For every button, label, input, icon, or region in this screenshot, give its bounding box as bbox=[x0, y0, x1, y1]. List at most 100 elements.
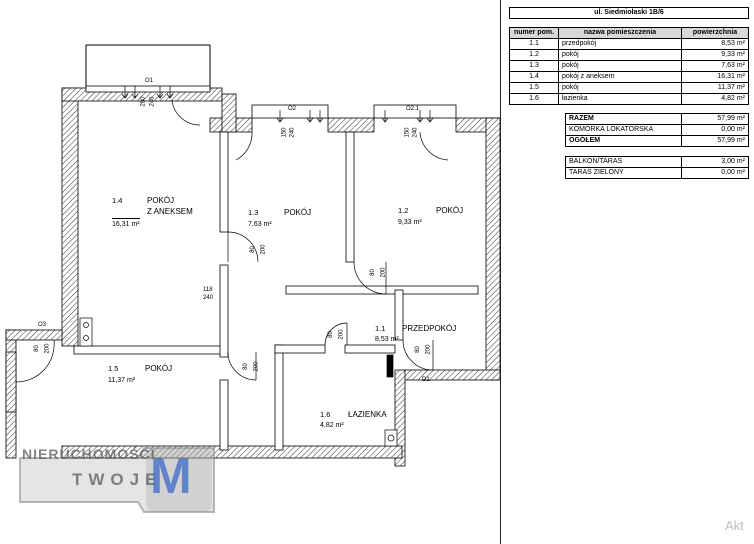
cell-num: 1.2 bbox=[509, 49, 559, 61]
dim-200-a: 200 bbox=[260, 244, 267, 255]
dim-80-f: 80 bbox=[33, 345, 40, 352]
dim-200-e: 200 bbox=[425, 344, 432, 355]
dim-280-o1: 280 bbox=[140, 96, 147, 107]
dim-118: 118 bbox=[203, 287, 213, 293]
room-name2-1-4: Z ANEKSEM bbox=[147, 207, 193, 216]
table-row: RAZEM 57,99 m² bbox=[565, 113, 749, 125]
dim-200-c: 200 bbox=[253, 361, 260, 372]
watermark-logo: NIERUCHOMOŚCI TWOJE M bbox=[10, 440, 220, 518]
totals-label: RAZEM bbox=[565, 113, 682, 125]
room-name-1-6: ŁAZIENKA bbox=[348, 410, 387, 419]
table-row: OGÓŁEM 57,99 m² bbox=[565, 135, 749, 147]
windows bbox=[5, 85, 457, 413]
table-row: 1.1 przedpokój 8,53 m² bbox=[509, 38, 749, 50]
room-name-1-2: POKÓJ bbox=[436, 206, 464, 215]
balcony-value: 0,00 m² bbox=[681, 167, 749, 179]
room-id-1-6: 1.6 bbox=[320, 410, 331, 419]
table-row: 1.4 pokój z aneksem 16,31 m² bbox=[509, 71, 749, 83]
room-area-1-5: 11,37 m² bbox=[108, 377, 136, 384]
totals-value: 0,00 m² bbox=[681, 124, 749, 136]
dim-80-c: 80 bbox=[242, 363, 249, 370]
col-header-num: numer pom. bbox=[509, 27, 559, 39]
room-name-1-1: PRZEDPOKÓJ bbox=[402, 324, 457, 333]
room-id-1-1: 1.1 bbox=[375, 324, 386, 333]
door-swings bbox=[15, 99, 449, 383]
window-arrows bbox=[121, 86, 434, 123]
room-id-1-5: 1.5 bbox=[108, 364, 119, 373]
dim-80-d: 80 bbox=[327, 331, 334, 338]
table-row: KOMÓRKA LOKATORSKA 0,00 m² bbox=[565, 124, 749, 136]
balcony-table: BALKON/TARAS 3,00 m² TARAS ZIELONY 0,00 … bbox=[565, 156, 749, 179]
area-table: numer pom. nazwa pomieszczenia powierzch… bbox=[509, 27, 749, 105]
dim-240-o2-1: 240 bbox=[412, 127, 419, 138]
table-row: 1.5 pokój 11,37 m² bbox=[509, 82, 749, 94]
dim-240: 240 bbox=[203, 295, 214, 301]
dim-200-d: 200 bbox=[338, 329, 345, 340]
totals-label: OGÓŁEM bbox=[565, 135, 682, 147]
room-id-1-2: 1.2 bbox=[398, 206, 409, 215]
cell-area: 11,37 m² bbox=[681, 82, 749, 94]
room-area-1-1: 8,53 m² bbox=[375, 336, 399, 343]
dim-80-a: 80 bbox=[249, 246, 256, 253]
totals-label: KOMÓRKA LOKATORSKA bbox=[565, 124, 682, 136]
cell-num: 1.6 bbox=[509, 93, 559, 105]
key-shape-icon bbox=[19, 447, 215, 513]
table-row: 1.6 łazienka 4,82 m² bbox=[509, 93, 749, 105]
totals-value: 57,99 m² bbox=[681, 135, 749, 147]
window-label-o2: O2 bbox=[288, 106, 297, 112]
dim-240-o1: 240 bbox=[149, 96, 156, 107]
outer-walls bbox=[5, 87, 500, 467]
cell-name: łazienka bbox=[558, 93, 682, 105]
room-name-1-4: POKÓJ bbox=[147, 196, 175, 205]
cell-name: pokój bbox=[558, 82, 682, 94]
room-id-1-3: 1.3 bbox=[248, 208, 259, 217]
watermark-letter: M bbox=[150, 448, 192, 504]
window-label-o3: O3 bbox=[38, 322, 47, 328]
cell-name: pokój bbox=[558, 60, 682, 72]
dim-240-o2: 240 bbox=[289, 127, 296, 138]
room-name-1-3: POKÓJ bbox=[284, 208, 312, 217]
room-area-1-4: 16,31 m² bbox=[112, 218, 140, 229]
floor-plan bbox=[5, 44, 500, 467]
col-header-name: nazwa pomieszczenia bbox=[558, 27, 682, 39]
panel-separator bbox=[500, 0, 501, 544]
cell-num: 1.1 bbox=[509, 38, 559, 50]
cell-area: 16,31 m² bbox=[681, 71, 749, 83]
dim-200-f: 200 bbox=[44, 343, 51, 354]
table-row: 1.3 pokój 7,63 m² bbox=[509, 60, 749, 72]
door-label-d1: D1 bbox=[422, 377, 430, 383]
inner-walls bbox=[73, 131, 479, 451]
dim-200-b: 200 bbox=[380, 267, 387, 278]
cell-num: 1.5 bbox=[509, 82, 559, 94]
watermark-line2: TWOJE bbox=[72, 470, 163, 489]
balcony-label: TARAS ZIELONY bbox=[565, 167, 682, 179]
table-row: 1.2 pokój 9,33 m² bbox=[509, 49, 749, 61]
dim-90-e: 80 bbox=[414, 346, 421, 353]
totals-value: 57,99 m² bbox=[681, 113, 749, 125]
dim-80-b: 80 bbox=[369, 269, 376, 276]
cell-name: przedpokój bbox=[558, 38, 682, 50]
cell-num: 1.4 bbox=[509, 71, 559, 83]
window-label-o2-1: O2.1 bbox=[406, 106, 420, 112]
title-box: ul. Siedmiołaski 1B/6 bbox=[509, 7, 749, 19]
cell-num: 1.3 bbox=[509, 60, 559, 72]
cell-area: 9,33 m² bbox=[681, 49, 749, 61]
table-row: TARAS ZIELONY 0,00 m² bbox=[565, 167, 749, 179]
balcony-value: 3,00 m² bbox=[681, 156, 749, 168]
window-label-o1: O1 bbox=[145, 78, 154, 84]
table-title: ul. Siedmiołaski 1B/6 bbox=[509, 7, 749, 19]
fixtures bbox=[79, 317, 398, 447]
activation-notice: Akt bbox=[725, 518, 744, 533]
cell-name: pokój bbox=[558, 49, 682, 61]
room-area-1-3: 7,63 m² bbox=[248, 221, 272, 228]
col-header-area: powierzchnia bbox=[681, 27, 749, 39]
cell-area: 8,53 m² bbox=[681, 38, 749, 50]
totals-table: RAZEM 57,99 m² KOMÓRKA LOKATORSKA 0,00 m… bbox=[565, 113, 749, 147]
table-row: BALKON/TARAS 3,00 m² bbox=[565, 156, 749, 168]
room-area-1-6: 4,82 m² bbox=[320, 422, 344, 429]
watermark-line1: NIERUCHOMOŚCI bbox=[22, 446, 156, 462]
cell-area: 7,63 m² bbox=[681, 60, 749, 72]
balcony-label: BALKON/TARAS bbox=[565, 156, 682, 168]
room-area-1-2: 9,33 m² bbox=[398, 219, 422, 226]
cell-name: pokój z aneksem bbox=[558, 71, 682, 83]
